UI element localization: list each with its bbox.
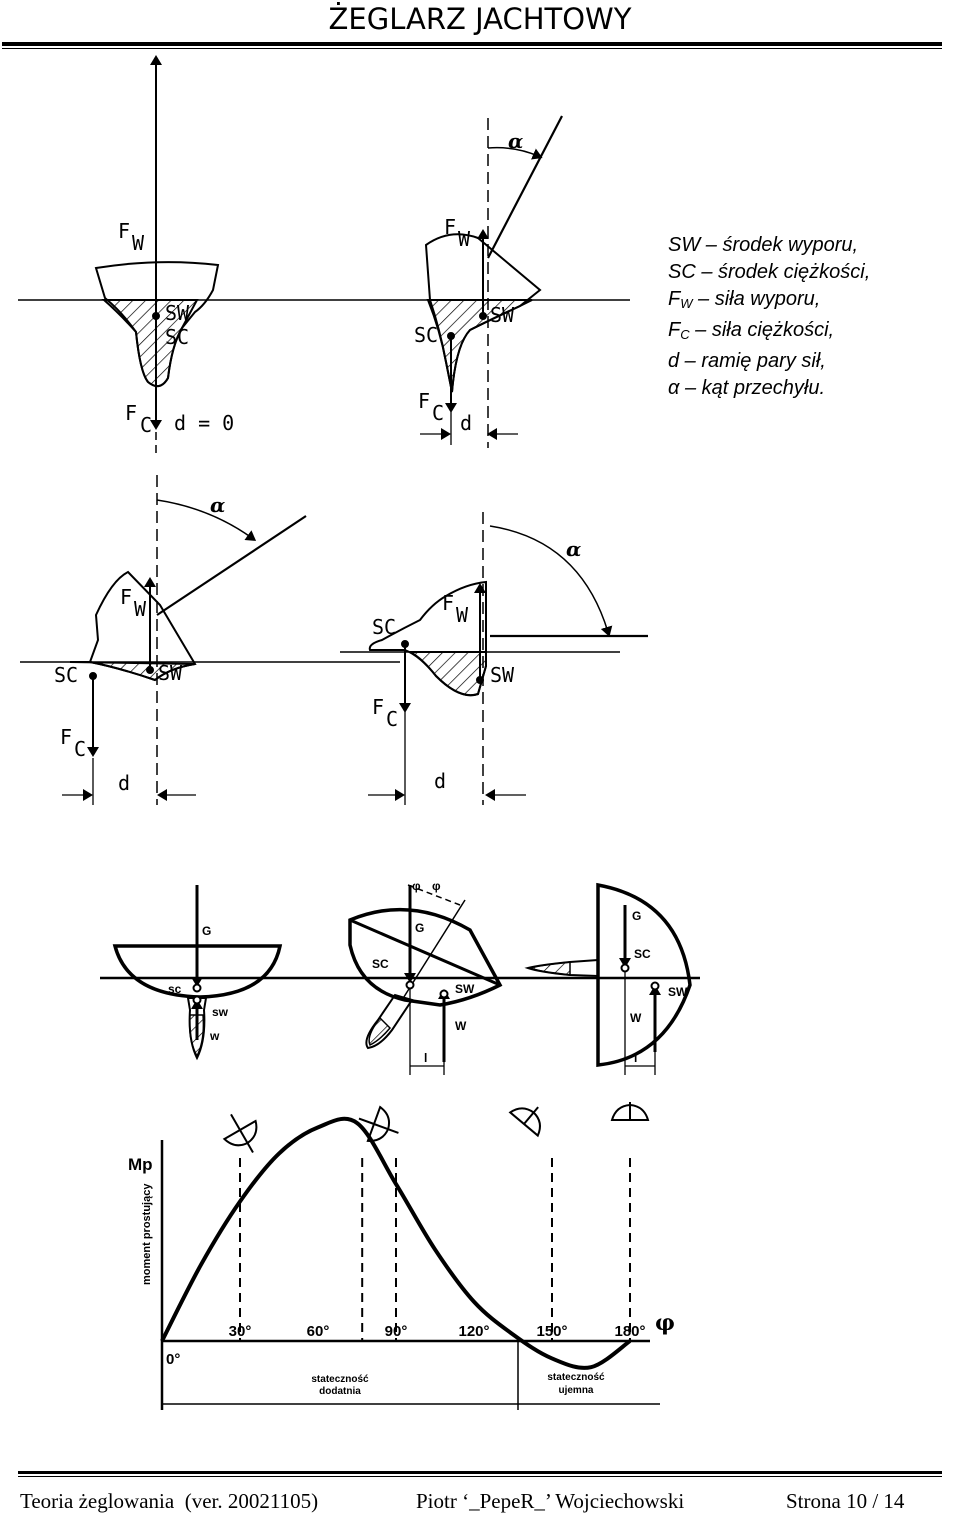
- svg-text:G: G: [415, 921, 424, 935]
- footer-rule-thin: [18, 1476, 942, 1477]
- footer-rule-thick: [18, 1471, 942, 1474]
- boat-icon-30: [222, 1113, 258, 1154]
- svg-text:SC: SC: [372, 615, 396, 639]
- svg-text:SC: SC: [372, 957, 389, 971]
- legend-fw: FW – siła wyporu,: [668, 288, 821, 311]
- svg-text:C: C: [386, 707, 398, 731]
- x-tick-label: 120°: [458, 1323, 489, 1340]
- svg-text:d: d: [434, 769, 446, 793]
- svg-text:w: w: [209, 1029, 220, 1043]
- mast-line: [487, 115, 563, 259]
- svg-text:W: W: [630, 1011, 642, 1025]
- chart-x-label: φ: [655, 1310, 675, 1336]
- boat-heel-90-diagram: [340, 512, 648, 805]
- boat-icon-180: [610, 1102, 650, 1121]
- region-negative-line2: ujemna: [558, 1385, 593, 1396]
- svg-text:SC: SC: [634, 947, 651, 961]
- legend-fc: FC – siła ciężkości,: [668, 319, 835, 342]
- chart-origin-label: 0°: [166, 1351, 180, 1368]
- svg-text:SC: SC: [54, 663, 78, 687]
- legend-alpha: α – kąt przechyłu.: [668, 377, 826, 399]
- svg-text:F: F: [118, 219, 130, 243]
- svg-text:C: C: [74, 737, 86, 761]
- x-tick-label: 60°: [307, 1323, 330, 1340]
- x-tick-label: 30°: [229, 1323, 252, 1340]
- header-rule-thin: [2, 48, 942, 49]
- modern-boats-diagram: [100, 882, 700, 1075]
- region-positive-line2: dodatnia: [319, 1386, 361, 1397]
- boat-icon-150: [508, 1106, 541, 1138]
- svg-text:W: W: [134, 597, 147, 621]
- svg-text:SC: SC: [165, 325, 189, 349]
- footer-left: Teoria żeglowania (ver. 20021105): [20, 1489, 319, 1513]
- svg-text:C: C: [140, 413, 152, 437]
- svg-text:F: F: [125, 401, 137, 425]
- svg-text:α: α: [566, 537, 581, 561]
- svg-text:sw: sw: [212, 1005, 229, 1019]
- footer-author: Piotr ‘_PepeR_’ Wojciechowski: [416, 1489, 685, 1513]
- svg-text:α: α: [508, 129, 523, 153]
- svg-text:d = 0: d = 0: [174, 411, 234, 435]
- modern-boats-labels: G sc sw w G SC SW W l φ φ G SC SW W l: [168, 879, 688, 1065]
- svg-text:α: α: [210, 493, 225, 517]
- svg-text:F: F: [60, 725, 72, 749]
- svg-text:SW: SW: [490, 303, 515, 327]
- boat-heel-small-diagram: [420, 115, 563, 448]
- svg-text:SW: SW: [158, 661, 183, 685]
- svg-text:SW: SW: [165, 301, 190, 325]
- svg-text:W: W: [458, 227, 471, 251]
- svg-text:F: F: [372, 695, 384, 719]
- chart-y-label: moment prostujący: [141, 1183, 153, 1285]
- svg-text:l: l: [424, 1051, 427, 1065]
- region-positive-line1: stateczność: [311, 1374, 369, 1385]
- chart-y-label-short: Mp: [128, 1155, 153, 1174]
- svg-text:sc: sc: [168, 982, 182, 996]
- legend-sc: SC – środek ciężkości,: [668, 261, 871, 283]
- legend-d: d – ramię pary sił,: [668, 350, 826, 372]
- x-tick-label: 90°: [385, 1323, 408, 1340]
- x-tick-label: 180°: [614, 1323, 645, 1340]
- svg-text:F: F: [442, 591, 454, 615]
- svg-text:F: F: [444, 215, 456, 239]
- legend-sw: SW – środek wyporu,: [668, 234, 859, 256]
- boat-icon-60: [358, 1105, 399, 1142]
- header-rule-thick: [2, 42, 942, 46]
- svg-text:W: W: [132, 231, 145, 255]
- svg-text:d: d: [460, 411, 472, 435]
- region-negative-line1: stateczność: [547, 1372, 605, 1383]
- svg-text:φ: φ: [412, 879, 421, 893]
- svg-text:l: l: [634, 1051, 637, 1065]
- svg-text:φ: φ: [432, 879, 441, 893]
- svg-text:SC: SC: [414, 323, 438, 347]
- svg-text:F: F: [418, 389, 430, 413]
- page-footer: Teoria żeglowania (ver. 20021105) Piotr …: [20, 1489, 940, 1517]
- legend: SW – środek wyporu, SC – środek ciężkośc…: [668, 232, 870, 402]
- stability-chart: 30° 60° 90° 120° 150° 180° Mp moment prostują…: [128, 1102, 675, 1410]
- svg-text:SW: SW: [455, 982, 475, 996]
- svg-text:C: C: [432, 401, 444, 425]
- x-tick-label: 150°: [536, 1323, 567, 1340]
- page-header: ŻEGLARZ JACHTOWY: [328, 2, 632, 36]
- boat-upright-diagram: [18, 55, 630, 458]
- footer-page-number: Strona 10 / 14: [786, 1489, 905, 1513]
- chart-boat-icons: [222, 1102, 650, 1154]
- svg-text:G: G: [202, 924, 211, 938]
- svg-text:W: W: [456, 603, 469, 627]
- svg-text:W: W: [455, 1019, 467, 1033]
- svg-text:SW: SW: [490, 663, 515, 687]
- stability-curve: [160, 1116, 632, 1370]
- svg-text:d: d: [118, 771, 130, 795]
- svg-text:G: G: [632, 909, 641, 923]
- svg-text:SW: SW: [668, 985, 688, 999]
- boat-heel-medium-diagram: [20, 475, 400, 805]
- svg-text:F: F: [120, 585, 132, 609]
